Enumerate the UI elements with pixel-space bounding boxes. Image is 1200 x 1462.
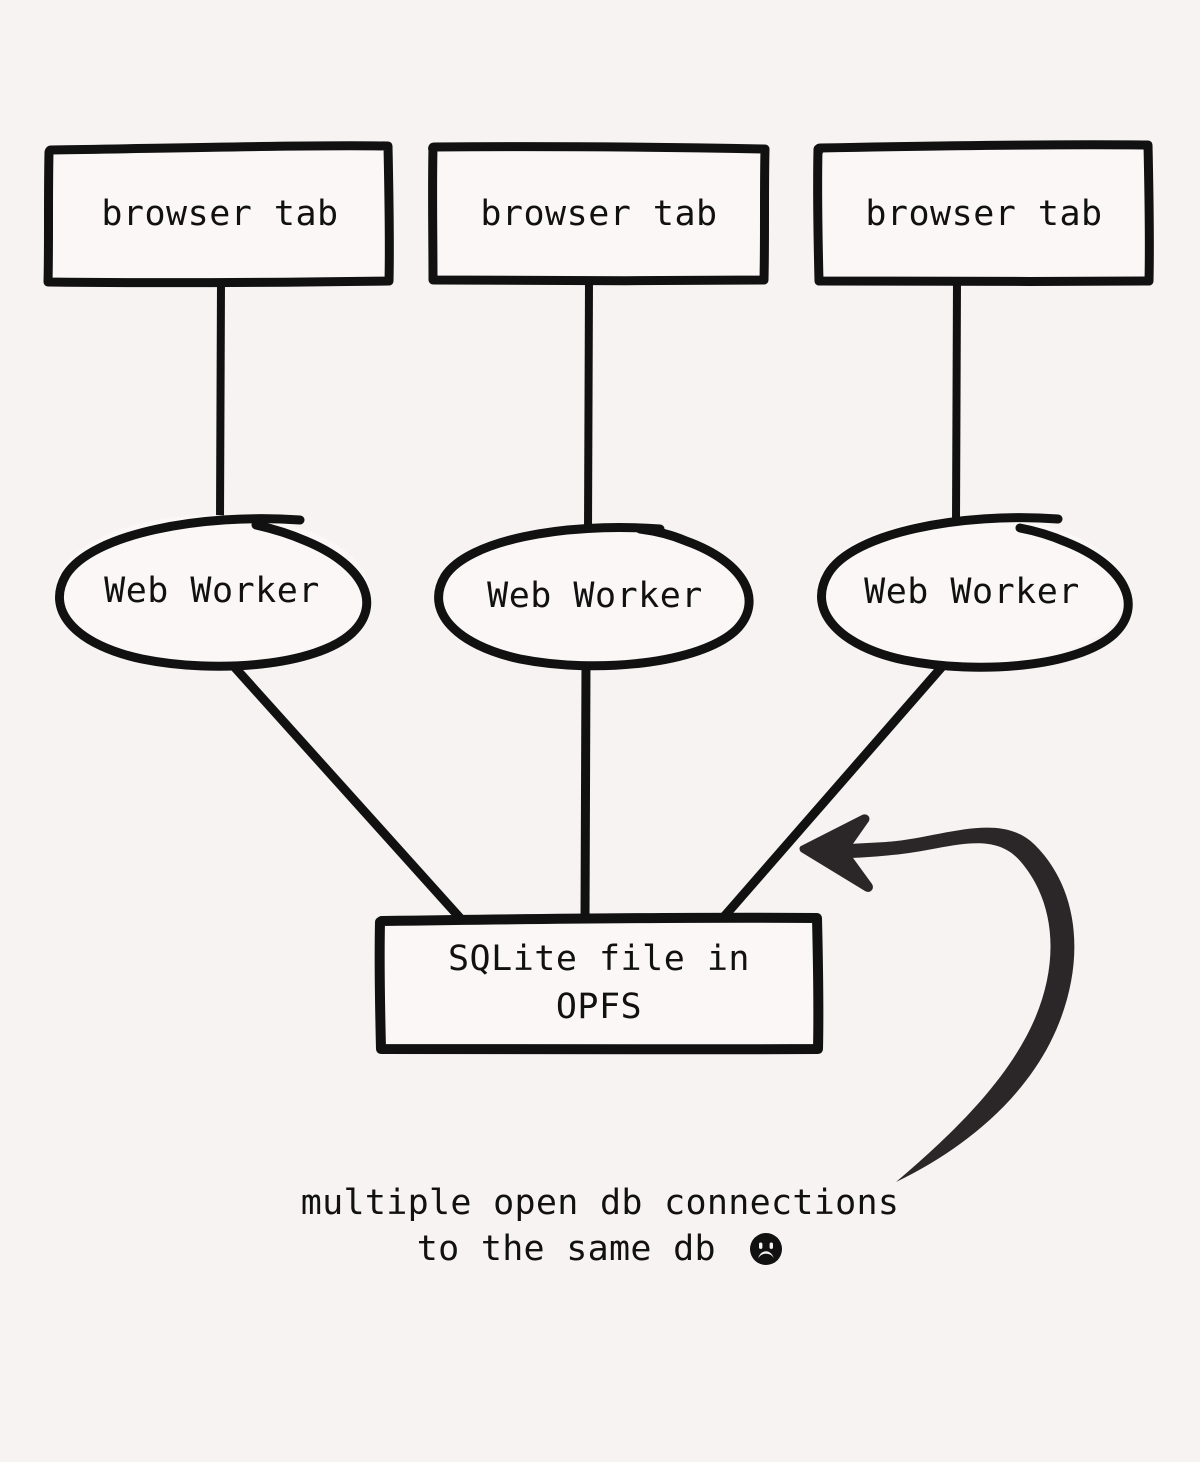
caption-line-1: multiple open db connections (300, 1183, 900, 1223)
worker-1-shape[interactable] (55, 514, 372, 671)
worker-2-shape[interactable] (434, 523, 754, 671)
worker-3-shape[interactable] (817, 513, 1133, 672)
edge-worker1-store (225, 657, 465, 923)
frowning-face-emoji (749, 1232, 783, 1266)
annotation-arrow (799, 814, 1075, 1182)
edge-worker2-store (580, 661, 591, 920)
edge-tab3-worker3 (952, 280, 961, 523)
caption-line-2: to the same db (416, 1229, 716, 1270)
edge-worker3-store (718, 658, 951, 922)
edge-tab1-worker1 (216, 280, 225, 522)
tab-2-shape[interactable] (428, 142, 770, 286)
caption-annotation: multiple open db connections to the same… (180, 1180, 1020, 1272)
caption-line-2-wrap: to the same db (180, 1226, 1020, 1272)
edge-tab2-worker2 (584, 280, 593, 532)
tab-3-shape[interactable] (813, 140, 1154, 286)
sqlite-store-shape[interactable] (374, 912, 824, 1055)
tab-1-shape[interactable] (43, 141, 394, 288)
